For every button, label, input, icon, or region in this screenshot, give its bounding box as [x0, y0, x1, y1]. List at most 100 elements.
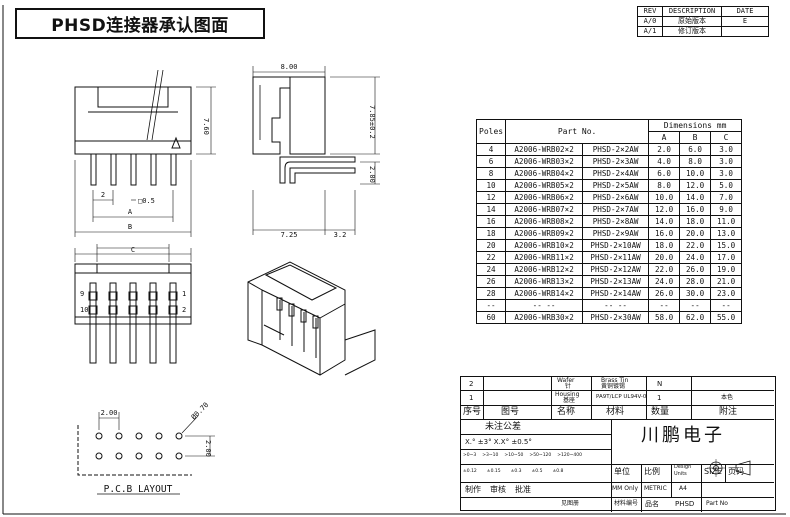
housing-part-cell: PHSD-2×30AW	[582, 311, 650, 324]
page-label: 页码	[728, 467, 744, 476]
company-name: 川鹏电子	[641, 425, 725, 446]
dim-b-cell: 12.0	[679, 179, 712, 192]
date-cell	[721, 26, 769, 37]
approve-label: 批准	[515, 485, 531, 494]
title-block: 2 Wafer 针 Brass Tin 黄铜镀锡 N 1 Housing 基座 …	[460, 376, 776, 512]
tolerance-ranges: >0~3 >3~10 >10~50 >50~120 >120~400	[463, 453, 583, 459]
bom-header-no: 序号	[463, 407, 482, 417]
dim-b-cell: 10.0	[679, 167, 712, 180]
bom-row-2-material-cn: 黄铜镀锡	[601, 383, 626, 390]
dim-b-cell: 20.0	[679, 227, 712, 240]
dim-a-cell: 18.0	[648, 239, 681, 252]
housing-part-cell: PHSD-2×4AW	[582, 167, 650, 180]
dim-a-cell: 24.0	[648, 275, 681, 288]
housing-part-cell: PHSD-2×7AW	[582, 203, 650, 216]
dim-c-cell: 9.0	[710, 203, 743, 216]
pin-9-label: 9	[80, 290, 84, 298]
tolerance-values: ±0.12 ±0.15 ±0.3 ±0.5 ±0.8	[463, 469, 563, 475]
housing-part-cell: PHSD-2×12AW	[582, 263, 650, 276]
revision-row: A/1 修订版本	[637, 26, 769, 37]
dim-b-cell: --	[679, 299, 712, 312]
dim-c-cell: 13.0	[710, 227, 743, 240]
dim-c-cell: 3.0	[710, 155, 743, 168]
dim-b-cell: 22.0	[679, 239, 712, 252]
housing-part-cell: PHSD-2×2AW	[582, 143, 650, 156]
pitch-2-label: 2	[101, 191, 105, 199]
size-value: A4	[679, 485, 687, 492]
dim-b-cell: 8.0	[679, 155, 712, 168]
bom-row-1-material: PA9T/LCP UL94V-0	[596, 394, 647, 400]
wafer-part-cell: A2006-WRB13×2	[505, 275, 584, 288]
dim-c-cell: 11.0	[710, 215, 743, 228]
wafer-part-cell: A2006-WRB08×2	[505, 215, 584, 228]
material-no-label: 材料编号	[614, 500, 639, 507]
dimension-row: ---- ---- --------	[475, 299, 743, 312]
label-c: C	[131, 246, 135, 254]
dim-c-cell: 23.0	[710, 287, 743, 300]
bottom-view	[74, 244, 192, 364]
tolerance-range: >3~10	[482, 453, 499, 458]
col-c-header: C	[710, 131, 743, 144]
housing-part-cell: PHSD-2×11AW	[582, 251, 650, 264]
poles-cell: 16	[475, 215, 507, 228]
housing-part-cell: PHSD-2×14AW	[582, 287, 650, 300]
dim-b-cell: 62.0	[679, 311, 712, 324]
poles-cell: 22	[475, 251, 507, 264]
poles-cell: 6	[475, 155, 507, 168]
pin-10-label: 10	[80, 306, 88, 314]
approval-row: 制作 审核 批准	[465, 486, 531, 494]
bom-row-1-name-cn: 基座	[563, 397, 576, 404]
dim-b-cell: 16.0	[679, 203, 712, 216]
tolerance-range: >120~400	[557, 453, 583, 458]
wafer-part-cell: A2006-WRB07×2	[505, 203, 584, 216]
revision-table: REV DESCRIPTION DATE A/0 原始版本 E A/1 修订版本	[637, 6, 769, 37]
tolerance-angle-line: X.° ±3° X.X° ±0.5°	[465, 438, 532, 446]
make-label: 制作	[465, 485, 481, 494]
bom-row-1-note: 本色	[721, 394, 734, 401]
dim-c-cell: 17.0	[710, 251, 743, 264]
bom-header-name: 名称	[557, 407, 576, 417]
front-view	[74, 69, 216, 237]
tolerance-value: ±0.5	[531, 469, 543, 474]
dimensions-header-row: Poles Part No. Dimensions mm	[475, 119, 743, 144]
product-name-label: 品名	[645, 500, 659, 508]
height-760-label: 7.60	[202, 118, 210, 135]
wafer-part-cell: A2006-WRB11×2	[505, 251, 584, 264]
design-units-bottom: Units	[674, 471, 687, 477]
size-label: SIZE	[704, 467, 722, 476]
wafer-part-cell: A2006-WRB09×2	[505, 227, 584, 240]
bom-row-1-name-en: Housing	[555, 391, 580, 398]
scale-label: 比例	[644, 467, 660, 476]
dim-b-cell: 18.0	[679, 215, 712, 228]
drawing-title: PHSD连接器承认图面	[15, 8, 265, 39]
dim-c-cell: 19.0	[710, 263, 743, 276]
wafer-part-cell: A2006-WRB05×2	[505, 179, 584, 192]
wafer-part-cell: A2006-WRB04×2	[505, 167, 584, 180]
dim-a-cell: 20.0	[648, 251, 681, 264]
isometric-view	[247, 261, 376, 376]
wafer-part-cell: -- --	[505, 299, 584, 312]
dimensions-subheader-row: A B C	[477, 131, 743, 144]
unit-value: MM Only	[612, 485, 639, 492]
dim-a-cell: --	[648, 299, 681, 312]
bom-row-2-qty: N	[657, 380, 663, 388]
housing-part-cell: PHSD-2×9AW	[582, 227, 650, 240]
width-800-label: 8.00	[281, 63, 298, 71]
poles-header: Poles	[475, 119, 507, 144]
side-view	[252, 66, 380, 235]
dim-a-cell: 8.0	[648, 179, 681, 192]
poles-cell: --	[475, 299, 507, 312]
